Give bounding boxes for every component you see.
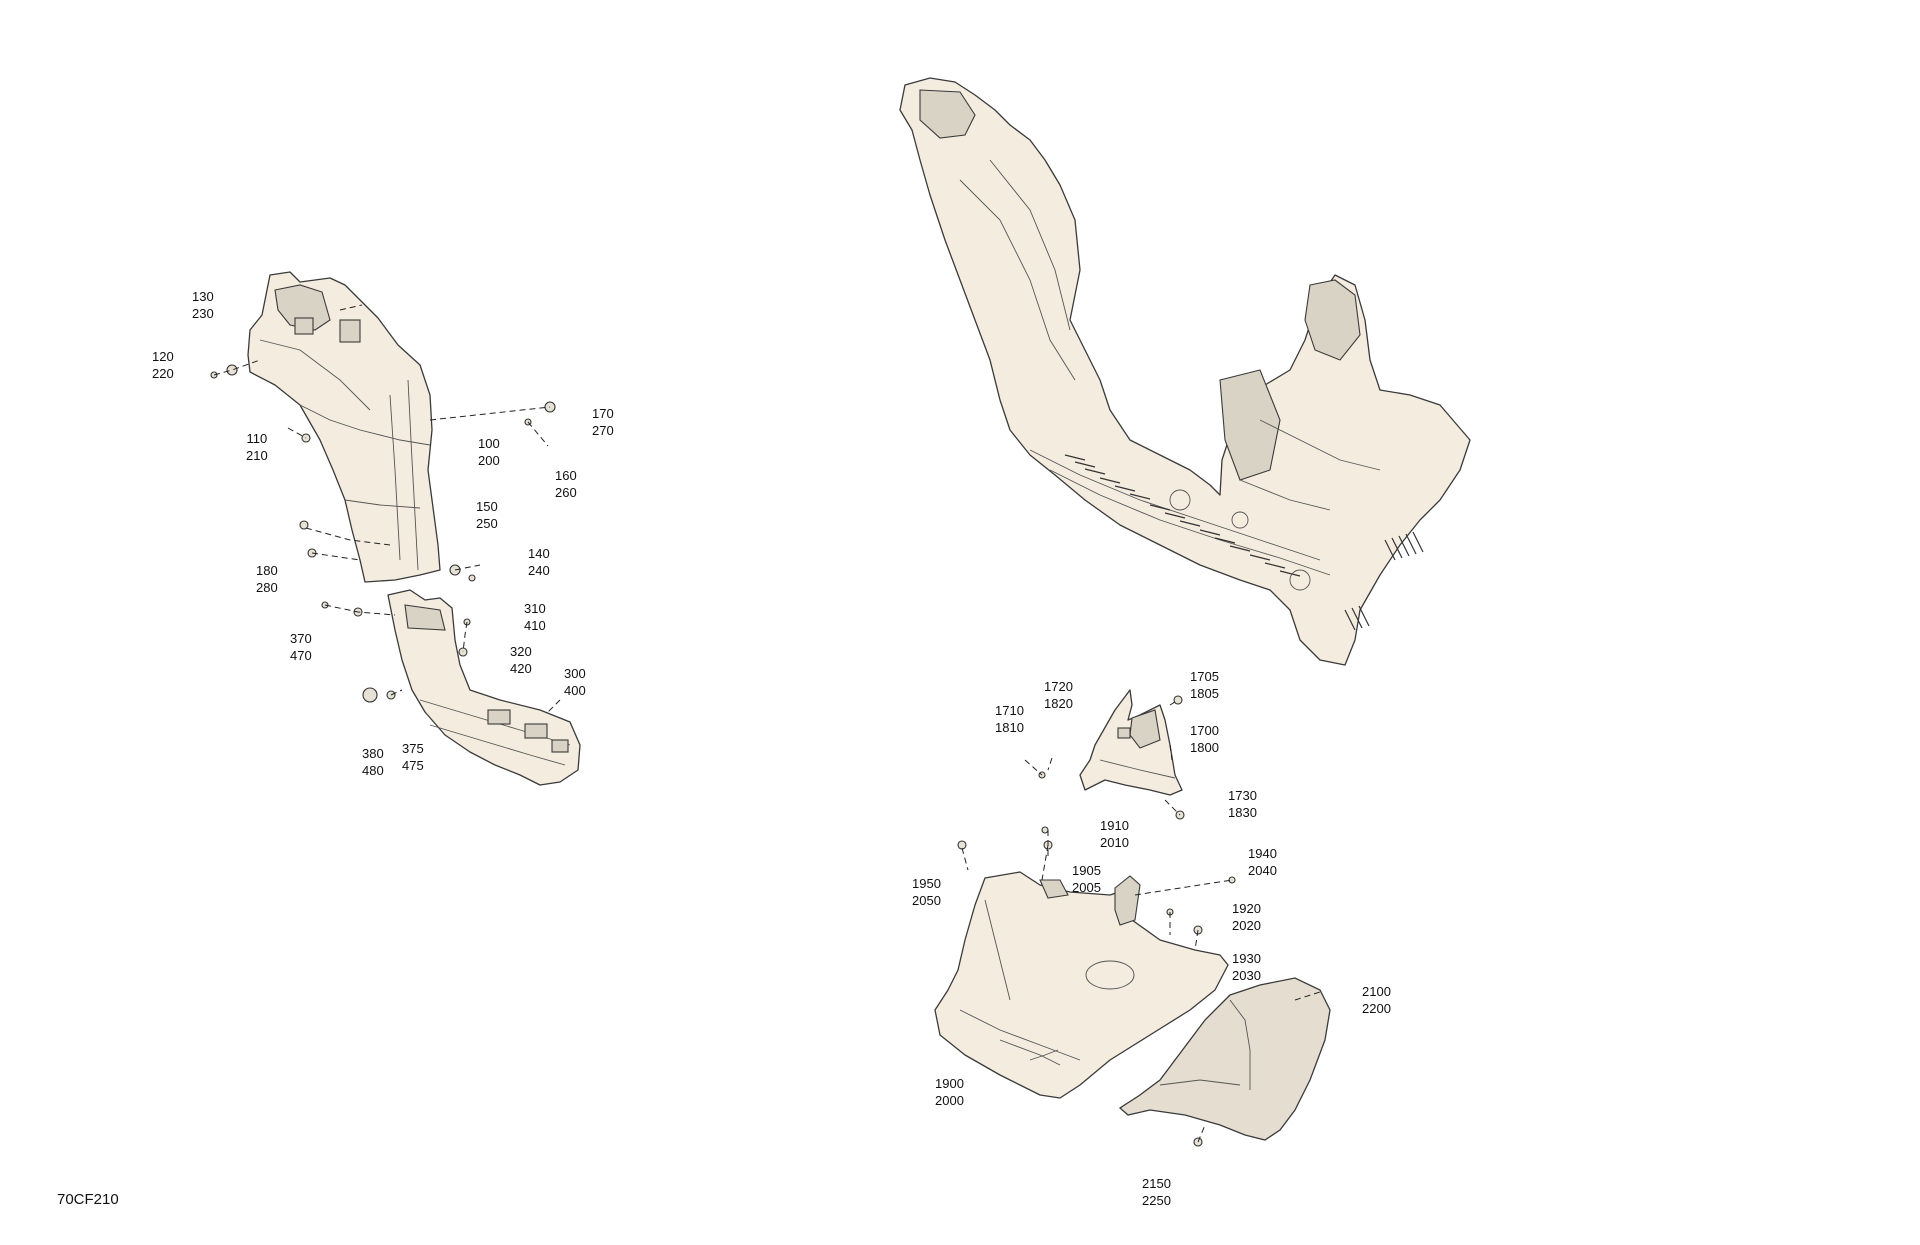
- callout-number: 100: [478, 436, 500, 451]
- callout-number: 310: [524, 601, 546, 616]
- callout-number: 2040: [1248, 863, 1277, 878]
- callout-number: 240: [528, 563, 550, 578]
- callout-1930-2030: 1930 2030: [1232, 950, 1261, 984]
- callout-number: 130: [192, 289, 214, 304]
- callout-number: 1700: [1190, 723, 1219, 738]
- callout-number: 1950: [912, 876, 941, 891]
- callout-number: 180: [256, 563, 278, 578]
- callout-1905-2005: 1905 2005: [1072, 862, 1101, 896]
- callout-number: 2005: [1072, 880, 1101, 895]
- callout-number: 300: [564, 666, 586, 681]
- callout-number: 470: [290, 648, 312, 663]
- bracket-panel-1700: [1079, 689, 1183, 796]
- callout-number: 1940: [1248, 846, 1277, 861]
- callout-1730-1830: 1730 1830: [1228, 787, 1257, 821]
- callout-number: 370: [290, 631, 312, 646]
- callout-1705-1805: 1705 1805: [1190, 668, 1219, 702]
- callout-number: 320: [510, 644, 532, 659]
- callout-number: 2150: [1142, 1176, 1171, 1191]
- callout-number: 1820: [1044, 696, 1073, 711]
- callout-number: 1810: [995, 720, 1024, 735]
- callout-number: 170: [592, 406, 614, 421]
- callout-number: 140: [528, 546, 550, 561]
- left-upper-side-panel: [247, 271, 441, 583]
- callout-1700-1800: 1700 1800: [1190, 722, 1219, 756]
- callout-number: 200: [478, 453, 500, 468]
- callout-number: 160: [555, 468, 577, 483]
- callout-number: 1720: [1044, 679, 1073, 694]
- callout-number: 1710: [995, 703, 1024, 718]
- callout-number: 2200: [1362, 1001, 1391, 1016]
- callout-number: 475: [402, 758, 424, 773]
- callout-number: 380: [362, 746, 384, 761]
- callout-number: 110: [246, 431, 268, 446]
- callout-1940-2040: 1940 2040: [1248, 845, 1277, 879]
- callout-number: 1910: [1100, 818, 1129, 833]
- callout-2150-2250: 2150 2250: [1142, 1175, 1171, 1209]
- cover-panel-2100: [1118, 977, 1331, 1141]
- callout-number: 2050: [912, 893, 941, 908]
- callout-number: 375: [402, 741, 424, 756]
- callout-number: 2030: [1232, 968, 1261, 983]
- callout-number: 1830: [1228, 805, 1257, 820]
- main-floor-assembly: [899, 77, 1471, 666]
- callout-number: 2250: [1142, 1193, 1171, 1208]
- callout-number: 420: [510, 661, 532, 676]
- callout-1720-1820: 1720 1820: [1044, 678, 1073, 712]
- callout-number: 410: [524, 618, 546, 633]
- callout-number: 2100: [1362, 984, 1391, 999]
- callout-number: 480: [362, 763, 384, 778]
- callout-number: 230: [192, 306, 214, 321]
- callout-number: 2020: [1232, 918, 1261, 933]
- callout-number: 210: [246, 448, 268, 463]
- callout-number: 120: [152, 349, 174, 364]
- callout-number: 2000: [935, 1093, 964, 1108]
- callout-1710-1810: 1710 1810: [995, 702, 1024, 736]
- callout-2100-2200: 2100 2200: [1362, 983, 1391, 1017]
- callout-1910-2010: 1910 2010: [1100, 817, 1129, 851]
- storage-tray-1900: [934, 871, 1229, 1099]
- callout-number: 400: [564, 683, 586, 698]
- callout-number: 270: [592, 423, 614, 438]
- callout-number: 2010: [1100, 835, 1129, 850]
- callout-number: 1900: [935, 1076, 964, 1091]
- callout-number: 1730: [1228, 788, 1257, 803]
- callout-number: 1930: [1232, 951, 1261, 966]
- drawing-reference-code: 70CF210: [57, 1191, 119, 1208]
- callout-number: 220: [152, 366, 174, 381]
- callout-number: 1905: [1072, 863, 1101, 878]
- callout-1950-2050: 1950 2050: [912, 875, 941, 909]
- callout-number: 250: [476, 516, 498, 531]
- callout-number: 260: [555, 485, 577, 500]
- callout-1920-2020: 1920 2020: [1232, 900, 1261, 934]
- left-lower-footwell-panel: [387, 589, 581, 786]
- callout-number: 1800: [1190, 740, 1219, 755]
- right-leader-lines: [961, 699, 1321, 1143]
- callout-number: 1705: [1190, 669, 1219, 684]
- callout-number: 1920: [1232, 901, 1261, 916]
- callout-number: 280: [256, 580, 278, 595]
- callout-number: 150: [476, 499, 498, 514]
- left-leader-lines: [213, 304, 561, 713]
- callout-number: 1805: [1190, 686, 1219, 701]
- callout-1900-2000: 1900 2000: [935, 1075, 964, 1109]
